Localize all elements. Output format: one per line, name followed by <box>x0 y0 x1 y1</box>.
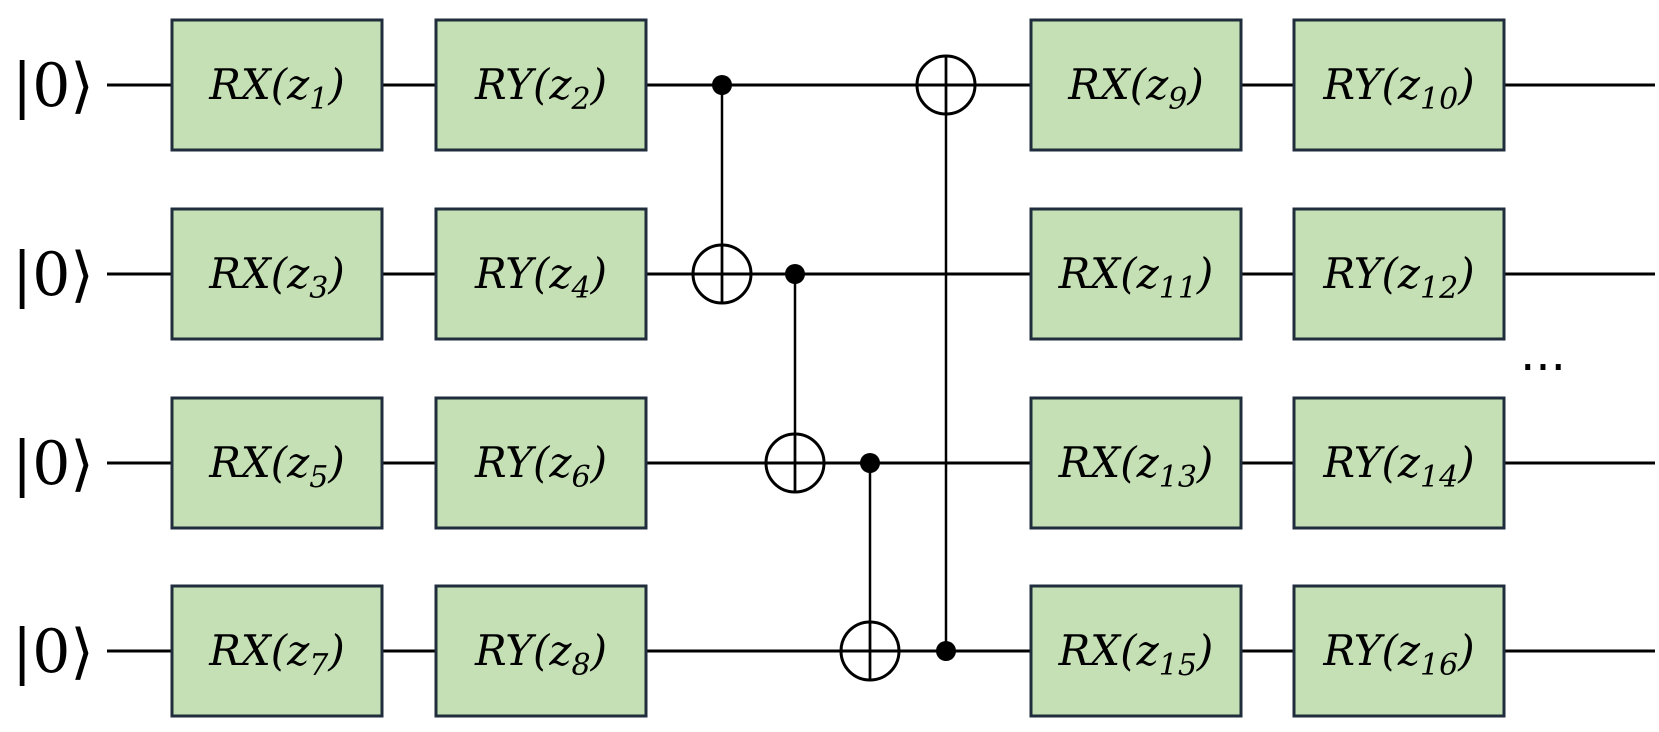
control-dot <box>785 264 805 284</box>
qubit-wires <box>107 83 1655 653</box>
rotation-gate: RY(z10) <box>1292 18 1506 152</box>
continuation-ellipsis: ... <box>1520 326 1566 382</box>
rotation-gate: RY(z8) <box>434 584 648 718</box>
gate-box <box>170 396 384 530</box>
gate-box <box>1292 18 1506 152</box>
gate-box <box>434 18 648 152</box>
gate-box <box>1029 396 1243 530</box>
gate-label: RX(z1) <box>208 60 345 117</box>
gate-label: RX(z11) <box>1058 249 1214 306</box>
gate-label: RY(z10) <box>1322 60 1474 117</box>
rotation-gate: RY(z14) <box>1292 396 1506 530</box>
rotation-gate: RX(z11) <box>1029 207 1243 341</box>
gate-box <box>1292 584 1506 718</box>
gate-box <box>170 18 384 152</box>
gate-box <box>1029 18 1243 152</box>
initial-state-ket: |0⟩ <box>12 240 94 310</box>
rotation-gate: RX(z9) <box>1029 18 1243 152</box>
rotation-gate: RY(z12) <box>1292 207 1506 341</box>
gate-box <box>1292 396 1506 530</box>
gate-label: RY(z6) <box>474 438 607 495</box>
gate-box <box>170 207 384 341</box>
rotation-gate: RX(z5) <box>170 396 384 530</box>
rotation-gates: RX(z1) RX(z3) RX(z5) RX(z7) RY(z2) RY(z4) RY(z… <box>170 18 1506 718</box>
initial-state-ket: |0⟩ <box>12 51 94 121</box>
rotation-gate: RX(z7) <box>170 584 384 718</box>
control-dot <box>712 75 732 95</box>
cnot-gate <box>691 75 753 305</box>
gate-box <box>1029 584 1243 718</box>
gate-label: RX(z7) <box>208 626 345 683</box>
cnot-links <box>691 54 977 682</box>
initial-states: |0⟩ |0⟩ |0⟩ |0⟩ <box>12 51 94 687</box>
gate-label: RY(z8) <box>474 626 607 683</box>
control-dot <box>860 453 880 473</box>
gate-label: RX(z13) <box>1058 438 1214 495</box>
rotation-gate: RY(z2) <box>434 18 648 152</box>
initial-state-ket: |0⟩ <box>12 617 94 687</box>
gate-label: RX(z5) <box>208 438 345 495</box>
rotation-gate: RY(z16) <box>1292 584 1506 718</box>
gate-label: RX(z3) <box>208 249 345 306</box>
gate-label: RY(z12) <box>1322 249 1474 306</box>
gate-box <box>170 584 384 718</box>
gate-box <box>1029 207 1243 341</box>
rotation-gate: RY(z4) <box>434 207 648 341</box>
rotation-gate: RY(z6) <box>434 396 648 530</box>
gate-box <box>434 396 648 530</box>
gate-label: RY(z14) <box>1322 438 1474 495</box>
gate-box <box>434 207 648 341</box>
rotation-gate: RX(z13) <box>1029 396 1243 530</box>
gate-label: RY(z16) <box>1322 626 1474 683</box>
initial-state-ket: |0⟩ <box>12 429 94 499</box>
gate-label: RX(z9) <box>1067 60 1204 117</box>
gate-box <box>1292 207 1506 341</box>
gate-box <box>434 584 648 718</box>
gate-label: RY(z4) <box>474 249 607 306</box>
rotation-gate: RX(z15) <box>1029 584 1243 718</box>
cnot-gate <box>764 264 826 494</box>
cnot-gate <box>915 54 977 661</box>
control-dot <box>936 641 956 661</box>
cnot-gate <box>839 453 901 682</box>
rotation-gate: RX(z3) <box>170 207 384 341</box>
rotation-gate: RX(z1) <box>170 18 384 152</box>
gate-label: RY(z2) <box>474 60 607 117</box>
gate-label: RX(z15) <box>1058 626 1214 683</box>
